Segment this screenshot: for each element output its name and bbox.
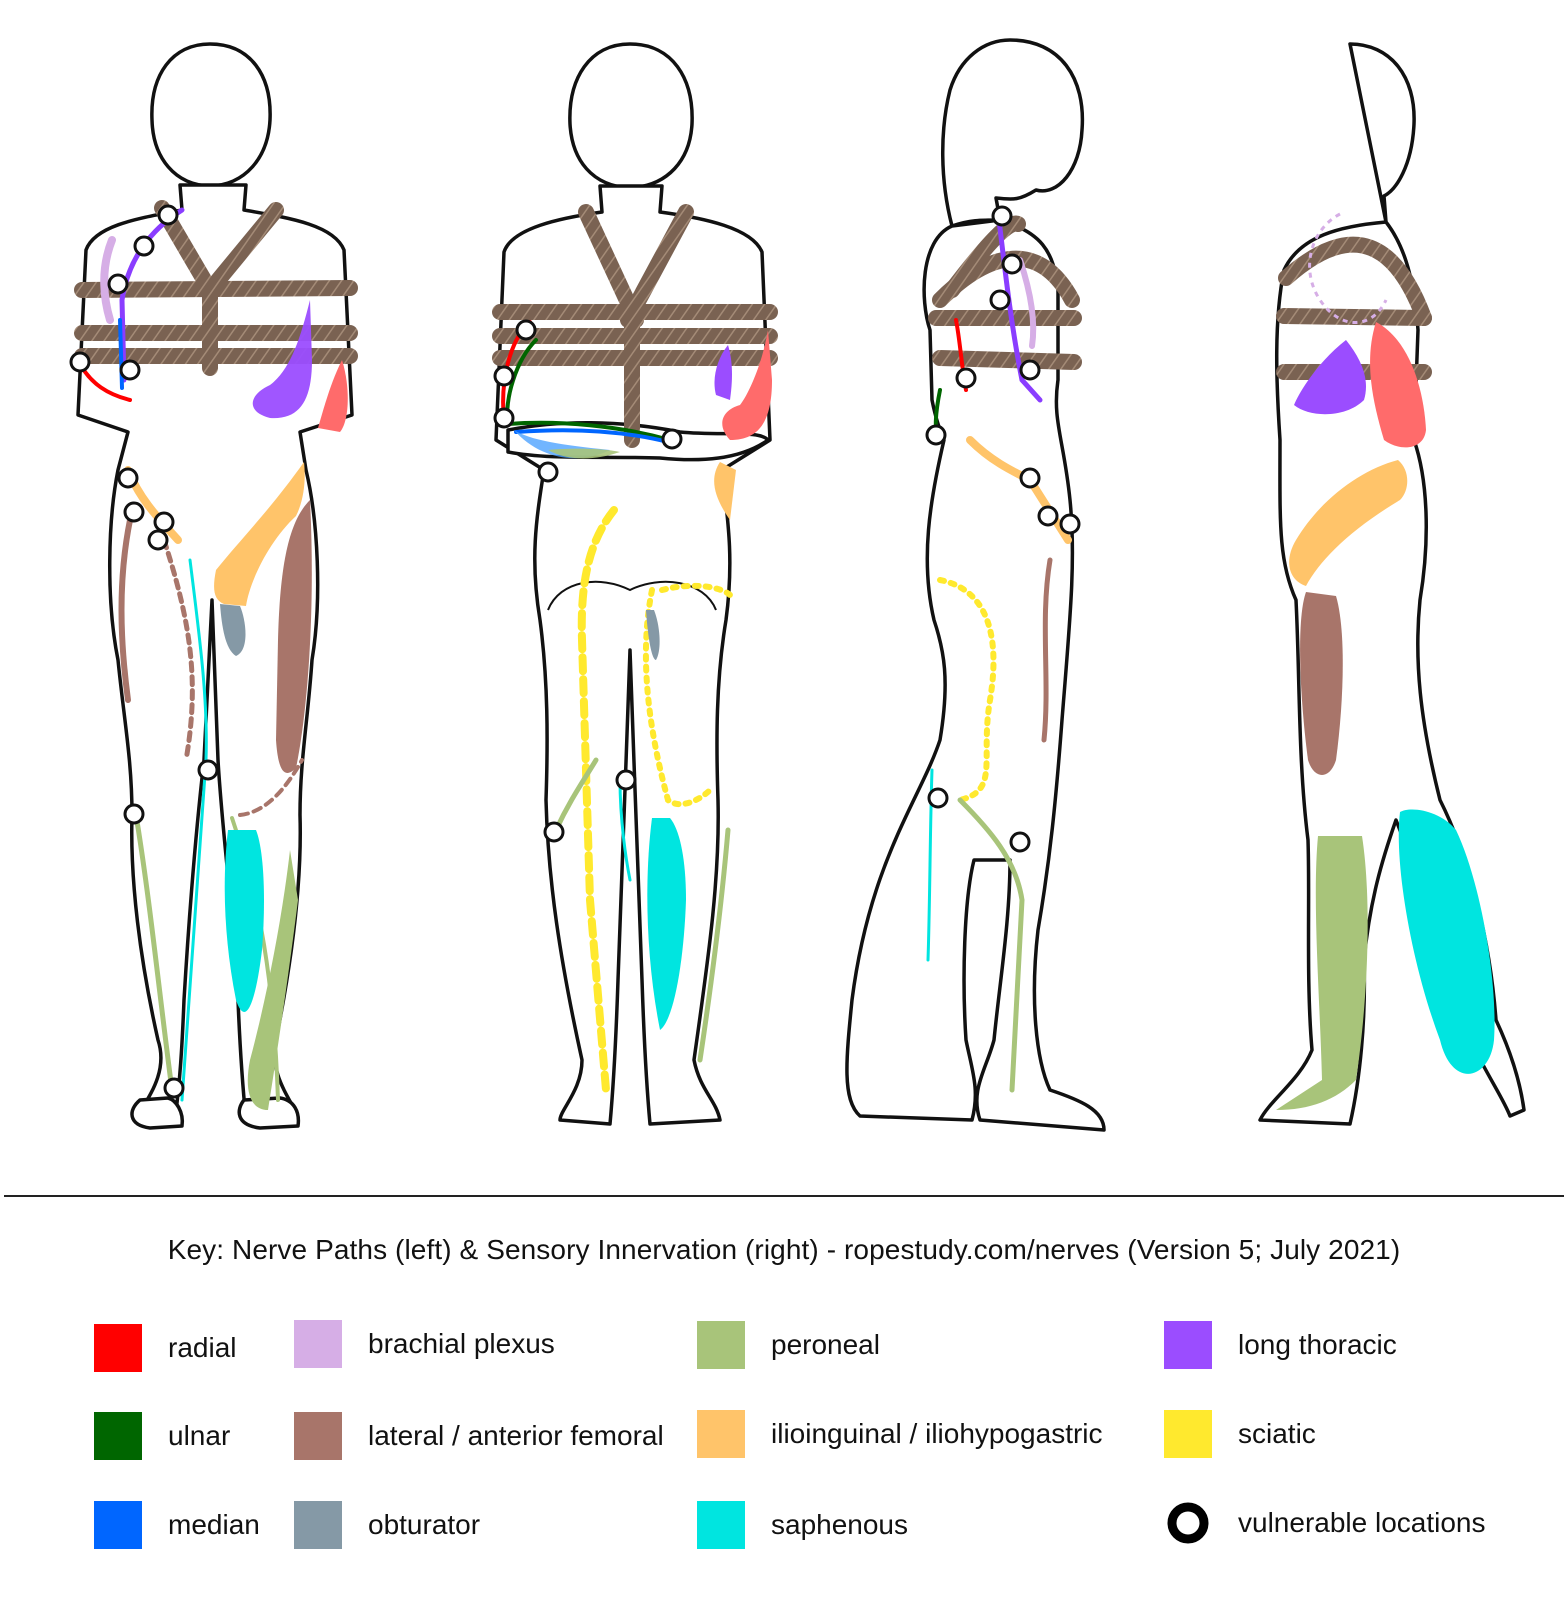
legend-label: ulnar: [168, 1420, 231, 1451]
legend-item-long-thoracic: long thoracic: [1164, 1320, 1397, 1370]
legend-label: sciatic: [1238, 1418, 1316, 1449]
legend-item-sciatic: sciatic: [1164, 1409, 1316, 1459]
legend-swatch: [697, 1321, 745, 1369]
legend-item-saphenous: saphenous: [697, 1500, 908, 1550]
legend-swatch: [697, 1501, 745, 1549]
legend-item-brachial-plexus: brachial plexus: [294, 1319, 555, 1369]
legend-item-peroneal: peroneal: [697, 1320, 880, 1370]
side-view-figure-sensory: [1258, 42, 1526, 1126]
key-title: Key: Nerve Paths (left) & Sensory Innerv…: [167, 1234, 1401, 1265]
divider: [4, 1195, 1564, 1197]
legend-swatch: [1164, 1321, 1212, 1369]
legend-swatch: [94, 1324, 142, 1372]
legend-swatch: [697, 1410, 745, 1458]
legend-item-lateral-anterior-femoral: lateral / anterior femoral: [294, 1411, 664, 1461]
legend-label: long thoracic: [1238, 1329, 1397, 1360]
legend-label: saphenous: [771, 1509, 909, 1540]
legend-swatch: [94, 1412, 142, 1460]
legend-swatch: [294, 1412, 342, 1460]
legend-swatch: [294, 1320, 342, 1368]
legend-item-median: median: [94, 1500, 260, 1550]
legend-label: brachial plexus: [368, 1328, 555, 1359]
legend-item-ulnar: ulnar: [94, 1411, 230, 1461]
legend-label: ilioinguinal / iliohypogastric: [771, 1418, 1103, 1449]
legend-item-radial: radial: [94, 1323, 236, 1373]
vulnerable-ring-icon: [1164, 1499, 1212, 1547]
legend-label: obturator: [368, 1509, 481, 1540]
legend-label: radial: [168, 1332, 237, 1363]
legend-label: lateral / anterior femoral: [368, 1420, 664, 1451]
legend-label: peroneal: [771, 1329, 880, 1360]
legend-item-ilioinguinal: ilioinguinal / iliohypogastric: [697, 1409, 1103, 1459]
back-view-figure: [492, 42, 778, 1126]
legend-swatch: [94, 1501, 142, 1549]
legend-label: median: [168, 1509, 260, 1540]
legend-swatch: [1164, 1410, 1212, 1458]
legend-item-obturator: obturator: [294, 1500, 480, 1550]
head: [150, 42, 272, 188]
body-figures-illustration: [69, 38, 1526, 1132]
side-view-figure: [845, 38, 1106, 1132]
legend-label: vulnerable locations: [1238, 1507, 1486, 1538]
front-view-figure: [69, 42, 358, 1130]
legend-item-vulnerable-locations: vulnerable locations: [1164, 1498, 1486, 1548]
legend-swatch: [294, 1501, 342, 1549]
